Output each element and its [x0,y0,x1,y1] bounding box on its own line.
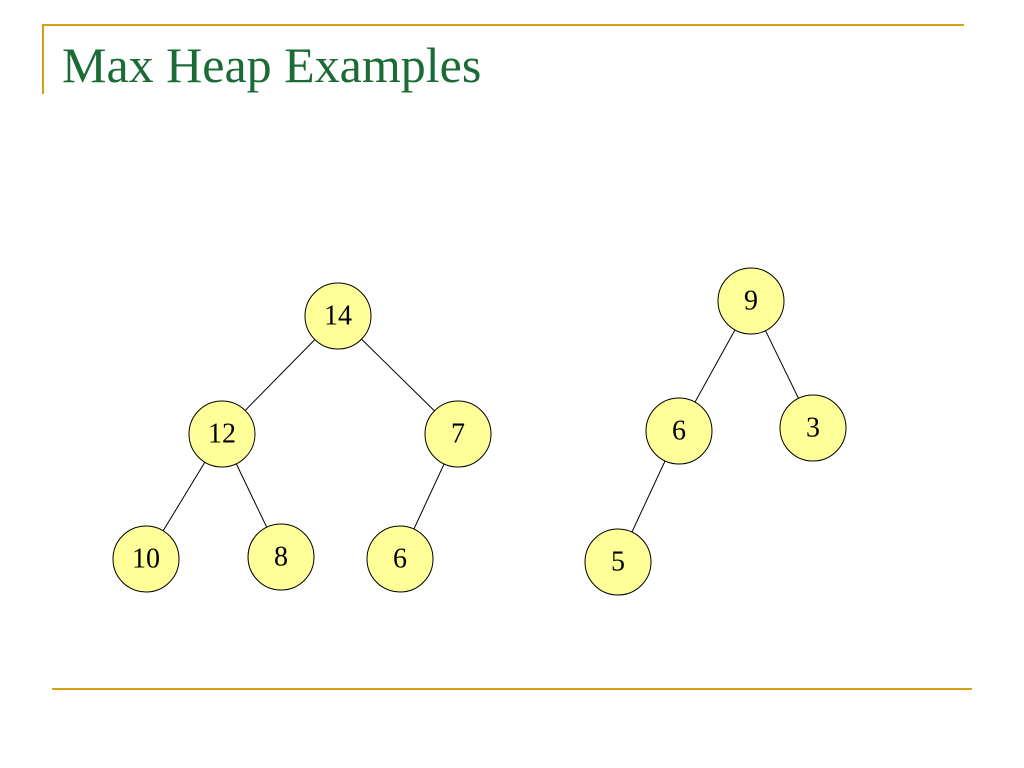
heap-node-circle [188,400,256,468]
heap1-node-a4: 10 [112,525,180,593]
heap-node-value: 3 [806,413,820,444]
slide-title: Max Heap Examples [62,37,482,93]
heap-node-value: 10 [132,544,160,575]
heap2-node-b1: 9 [717,267,785,335]
heap-node-circle [717,267,785,335]
heap2-node-b2: 6 [645,397,713,465]
heap-node-circle [247,523,315,591]
heap2-node-b4: 5 [584,528,652,596]
heap1-node-a5: 8 [247,523,315,591]
heap-node-circle [304,282,372,350]
title-frame-top-line [42,24,964,26]
bottom-divider-line [52,688,972,690]
heap-node-circle [366,525,434,593]
heap-node-value: 8 [274,542,288,573]
heap-node-circle [112,525,180,593]
heap1-node-a6: 6 [366,525,434,593]
heap2-node-b3: 3 [779,394,847,462]
heap-node-circle [645,397,713,465]
heap-node-circle [779,394,847,462]
heap-node-value: 6 [393,544,407,575]
heap1-node-a1: 14 [304,282,372,350]
heap1-node-a2: 12 [188,400,256,468]
heap-node-circle [424,400,492,468]
heap-node-value: 14 [324,301,352,332]
heap-node-value: 6 [672,416,686,447]
heap-node-value: 5 [611,547,625,578]
heap-node-value: 7 [451,419,465,450]
heap1-node-a3: 7 [424,400,492,468]
heap-node-value: 12 [208,419,236,450]
heap-node-value: 9 [744,286,758,317]
heap-node-circle [584,528,652,596]
title-frame-left-line [42,24,44,94]
